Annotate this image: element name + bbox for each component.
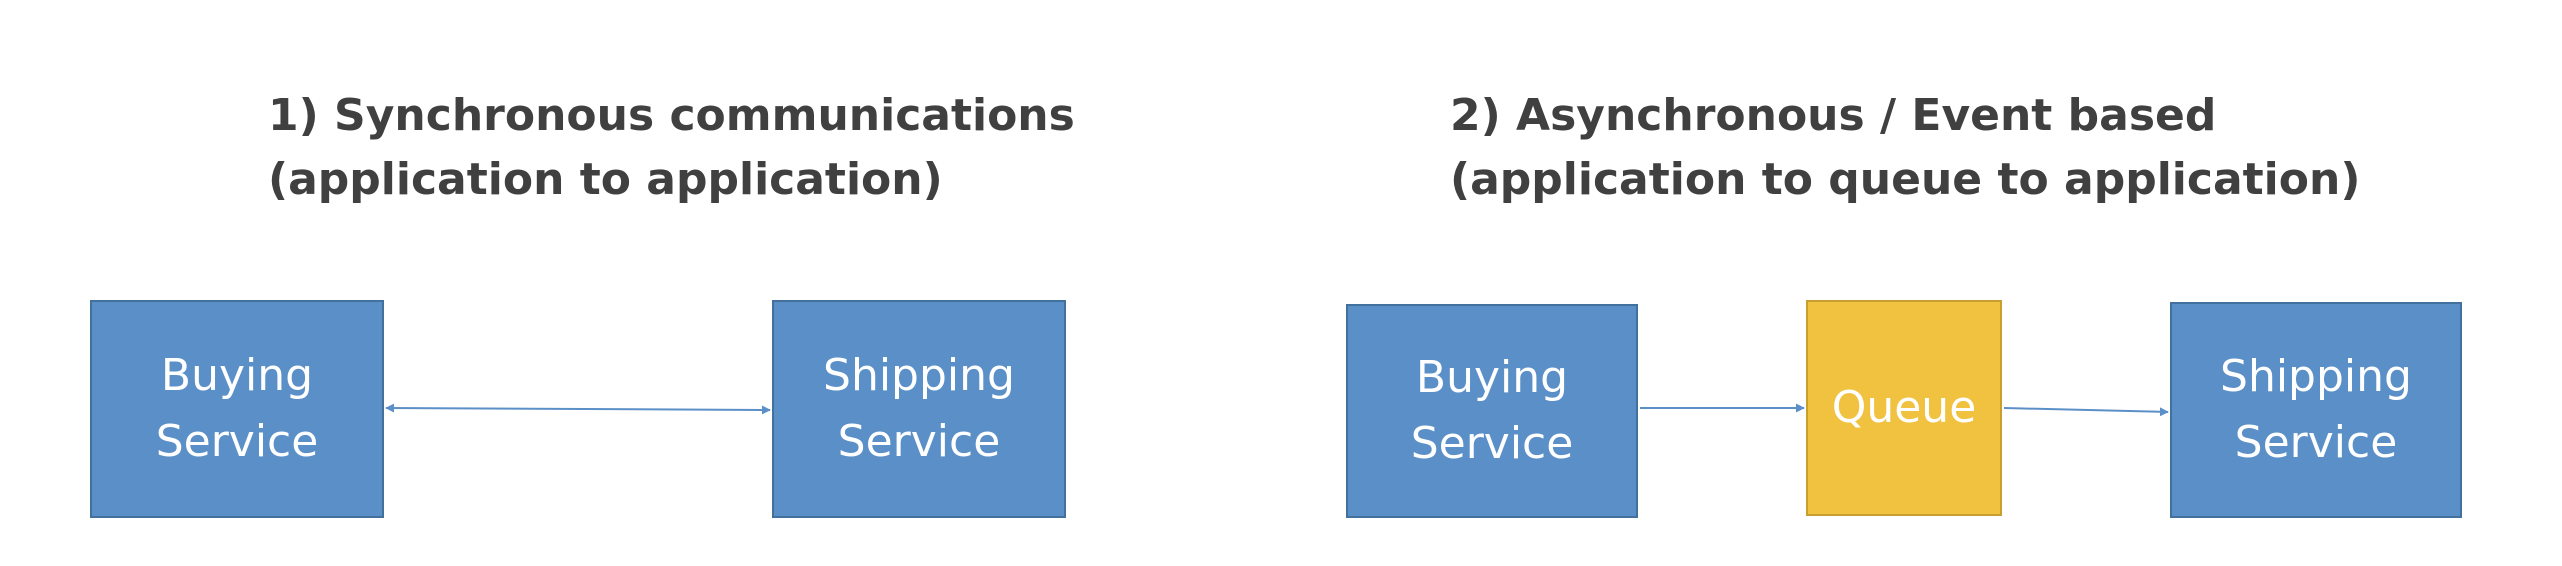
queue-label: Queue — [1831, 382, 1977, 433]
sync-buying-service-label: Buying Service — [155, 350, 319, 467]
async-shipping-service-box: Shipping Service — [2170, 302, 2462, 518]
queue-box: Queue — [1806, 300, 2002, 516]
sync-shipping-service-label: Shipping Service — [823, 350, 1015, 467]
async-buying-service-box: Buying Service — [1346, 304, 1638, 518]
async-title-line1: 2) Asynchronous / Event based — [1450, 90, 2217, 141]
sync-shipping-service-box: Shipping Service — [772, 300, 1066, 518]
sync-title-line1: 1) Synchronous communications — [268, 90, 1075, 141]
sync-bidirectional-arrow — [385, 403, 771, 415]
sync-buying-service-box: Buying Service — [90, 300, 384, 518]
async-buying-service-label: Buying Service — [1410, 352, 1574, 469]
sync-title-line2: (application to application) — [268, 154, 943, 205]
async-title-line2: (application to queue to application) — [1450, 154, 2361, 205]
sync-diagram-title: 1) Synchronous communications (applicati… — [268, 84, 1075, 212]
queue-to-shipping-arrow — [2003, 407, 2169, 417]
async-shipping-service-label: Shipping Service — [2220, 351, 2412, 468]
async-diagram-title: 2) Asynchronous / Event based (applicati… — [1450, 84, 2360, 212]
